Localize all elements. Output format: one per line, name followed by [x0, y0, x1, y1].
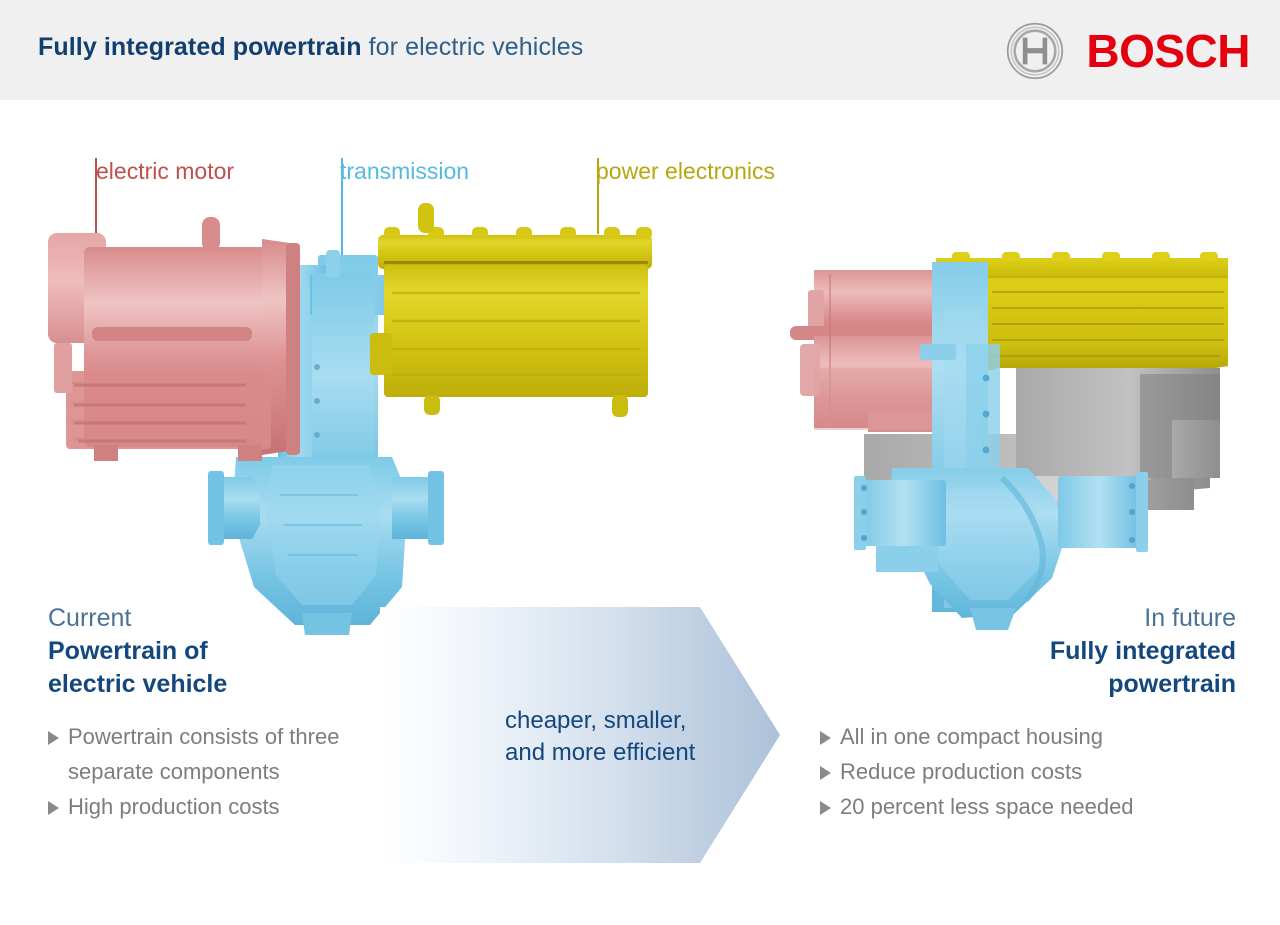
left-headline-line-2: electric vehicle: [48, 670, 228, 698]
arrow-text-line-2: and more efficient: [505, 739, 696, 766]
page-title-light: for electric vehicles: [361, 33, 584, 61]
right-headline-line-2: powertrain: [1108, 670, 1236, 698]
triangle-bullet-icon: [48, 801, 59, 815]
left-headline: Powertrain of electric vehicle: [48, 635, 428, 701]
future-state-block: In future Fully integrated powertrain Al…: [820, 602, 1236, 824]
bosch-logo: BOSCH: [1006, 20, 1250, 82]
right-headline-line-1: Fully integrated: [1049, 637, 1236, 665]
leader-line-transmission: [341, 158, 343, 272]
list-item: Reduce production costs: [820, 754, 1236, 789]
callout-label-electric-motor: electric motor: [96, 158, 235, 184]
header-bar: Fully integrated powertrain for electric…: [0, 0, 1280, 100]
list-item-label: All in one compact housing: [840, 724, 1103, 749]
triangle-bullet-icon: [820, 731, 831, 745]
list-item: 20 percent less space needed: [820, 789, 1236, 824]
leader-line-power-electronics: [597, 158, 599, 234]
triangle-bullet-icon: [820, 801, 831, 815]
integrated-powertrain-illustration: [790, 252, 1228, 630]
right-bullet-list: All in one compact housing Reduce produc…: [820, 719, 1236, 824]
list-item: High production costs: [48, 789, 428, 824]
arrow-text-line-1: cheaper, smaller,: [505, 707, 687, 734]
transmission-part-left: [208, 250, 444, 635]
list-item: All in one compact housing: [820, 719, 1236, 754]
triangle-bullet-icon: [820, 766, 831, 780]
right-eyebrow: In future: [1144, 604, 1236, 632]
page-title-bold: Fully integrated powertrain: [38, 33, 362, 61]
current-powertrain-illustration: [48, 203, 652, 635]
callout-label-power-electronics: power electronics: [596, 158, 775, 184]
bosch-wordmark: BOSCH: [1086, 25, 1250, 77]
arrow-benefit-text: cheaper, smaller, and more efficient: [505, 705, 775, 769]
leader-line-electric-motor: [95, 158, 97, 242]
list-item-label: High production costs: [68, 794, 280, 819]
list-item-label: 20 percent less space needed: [840, 794, 1134, 819]
page-title: Fully integrated powertrain for electric…: [38, 33, 583, 62]
electric-motor-part-left: [48, 217, 300, 461]
current-state-block: Current Powertrain of electric vehicle P…: [48, 602, 428, 824]
left-eyebrow: Current: [48, 604, 132, 632]
list-item: Powertrain consists of three separate co…: [48, 719, 428, 789]
bosch-armature-symbol-icon: [1007, 22, 1064, 80]
left-bullet-list: Powertrain consists of three separate co…: [48, 719, 428, 824]
benefit-arrow: [380, 607, 780, 863]
callout-label-transmission: transmission: [340, 158, 470, 184]
power-electronics-part-left: [370, 203, 652, 417]
list-item-label: Powertrain consists of three separate co…: [68, 724, 340, 784]
right-headline: Fully integrated powertrain: [820, 635, 1236, 701]
transmission-part-right: [854, 262, 1148, 630]
triangle-bullet-icon: [48, 731, 59, 745]
power-electronics-part-right: [936, 252, 1228, 370]
left-headline-line-1: Powertrain of: [48, 637, 208, 665]
list-item-label: Reduce production costs: [840, 759, 1083, 784]
